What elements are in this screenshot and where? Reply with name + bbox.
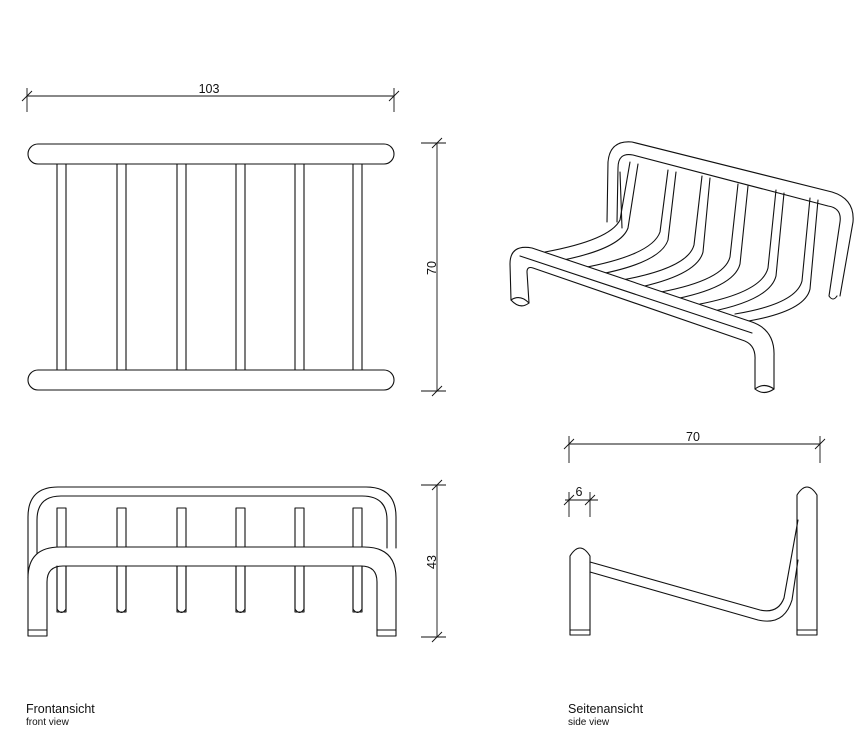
top-view: 103 70 xyxy=(21,82,446,397)
height-dimension-label: 70 xyxy=(425,261,439,275)
side-view-caption: Seitenansicht side view xyxy=(568,702,643,729)
side-slat-profile xyxy=(589,519,799,622)
depth-dimension-label: 70 xyxy=(686,430,700,444)
tube-dimension-label: 6 xyxy=(576,485,583,499)
front-view-caption-en: front view xyxy=(26,717,69,728)
front-frame xyxy=(27,546,397,637)
width-dimension-label: 103 xyxy=(199,82,220,96)
elevation-height-dimension: 43 xyxy=(421,479,446,643)
side-view-caption-de: Seitenansicht xyxy=(568,702,644,716)
front-view-caption: Frontansicht front view xyxy=(26,702,95,729)
elevation-height-label: 43 xyxy=(425,555,439,569)
perspective-slats xyxy=(544,161,819,323)
front-view-caption-de: Frontansicht xyxy=(26,702,95,716)
perspective-front-frame xyxy=(509,246,775,394)
depth-dimension: 70 xyxy=(563,430,826,463)
tube-dimension: 6 xyxy=(563,485,598,517)
perspective-view xyxy=(509,141,854,394)
side-view: 70 6 xyxy=(563,430,826,636)
slat-stubs xyxy=(56,565,363,614)
height-dimension: 70 xyxy=(421,137,446,397)
side-front-leg xyxy=(569,547,591,636)
bottom-rail xyxy=(27,369,395,391)
perspective-back-frame xyxy=(606,141,854,300)
width-dimension: 103 xyxy=(21,82,400,112)
front-elevation: 43 xyxy=(27,479,446,643)
top-rail xyxy=(27,143,395,165)
slats xyxy=(56,163,363,371)
side-view-caption-en: side view xyxy=(568,717,610,728)
back-frame xyxy=(27,486,397,579)
side-back-leg xyxy=(796,486,818,636)
